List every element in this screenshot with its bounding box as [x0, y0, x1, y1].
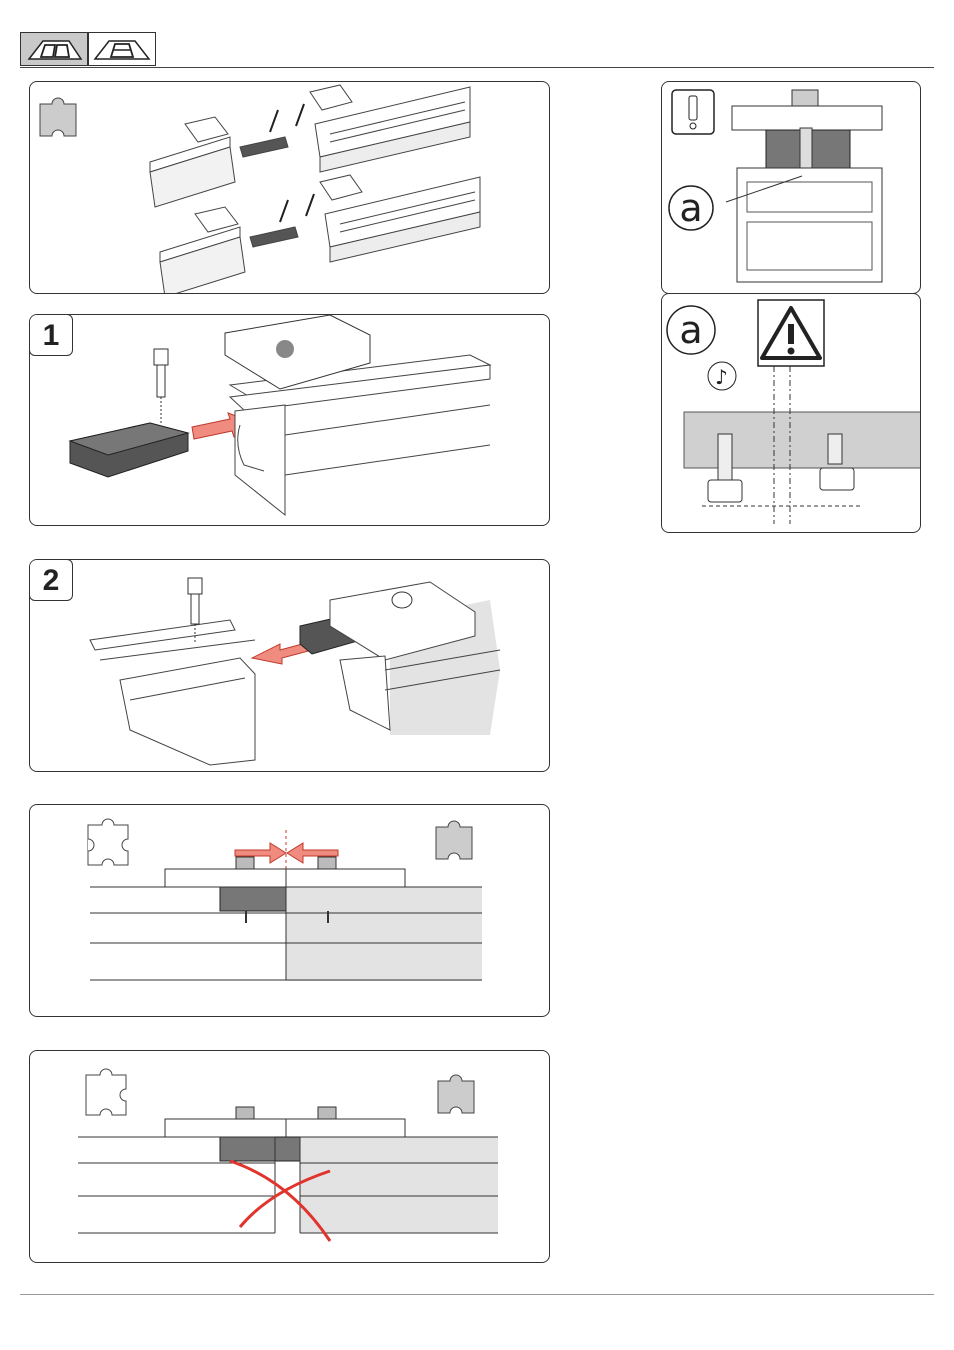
- detail-title: a: [669, 308, 713, 352]
- footer-rule: [20, 1294, 934, 1295]
- correct-joint-illustration: [30, 805, 550, 1017]
- puzzle-piece-icon: [40, 98, 76, 136]
- overview-illustration: [30, 82, 550, 294]
- exclamation-icon: [672, 90, 714, 134]
- tab-double-window[interactable]: [20, 32, 88, 66]
- detail-marker: a: [669, 186, 713, 230]
- step-2-panel: 2: [29, 559, 550, 772]
- puzzle-piece-icon: [436, 821, 472, 859]
- step-2-badge: 2: [29, 559, 73, 601]
- puzzle-piece-icon: [438, 1075, 474, 1113]
- incorrect-joint-illustration: [30, 1051, 550, 1263]
- screw-icon: [154, 349, 168, 423]
- tab-single-window[interactable]: [88, 32, 156, 66]
- correct-joint-panel: [29, 804, 550, 1017]
- overview-panel: [29, 81, 550, 294]
- step-1-panel: 1: [29, 314, 550, 526]
- detail-a-panel: ♪ a: [661, 293, 921, 533]
- sound-click-icon: ♪: [708, 362, 736, 390]
- puzzle-pieces-icon: [88, 819, 128, 865]
- puzzle-pieces-icon: [86, 1069, 126, 1115]
- warning-triangle-icon: [758, 300, 824, 366]
- double-window-roof-icon: [21, 33, 87, 65]
- step-2-illustration: [30, 560, 550, 772]
- cross-section-panel: a: [661, 81, 921, 294]
- svg-text:♪: ♪: [715, 365, 728, 389]
- step-1-illustration: [30, 315, 550, 526]
- header-rule: [20, 67, 934, 68]
- incorrect-joint-panel: [29, 1050, 550, 1263]
- single-window-roof-icon: [89, 33, 155, 65]
- step-1-badge: 1: [29, 314, 73, 356]
